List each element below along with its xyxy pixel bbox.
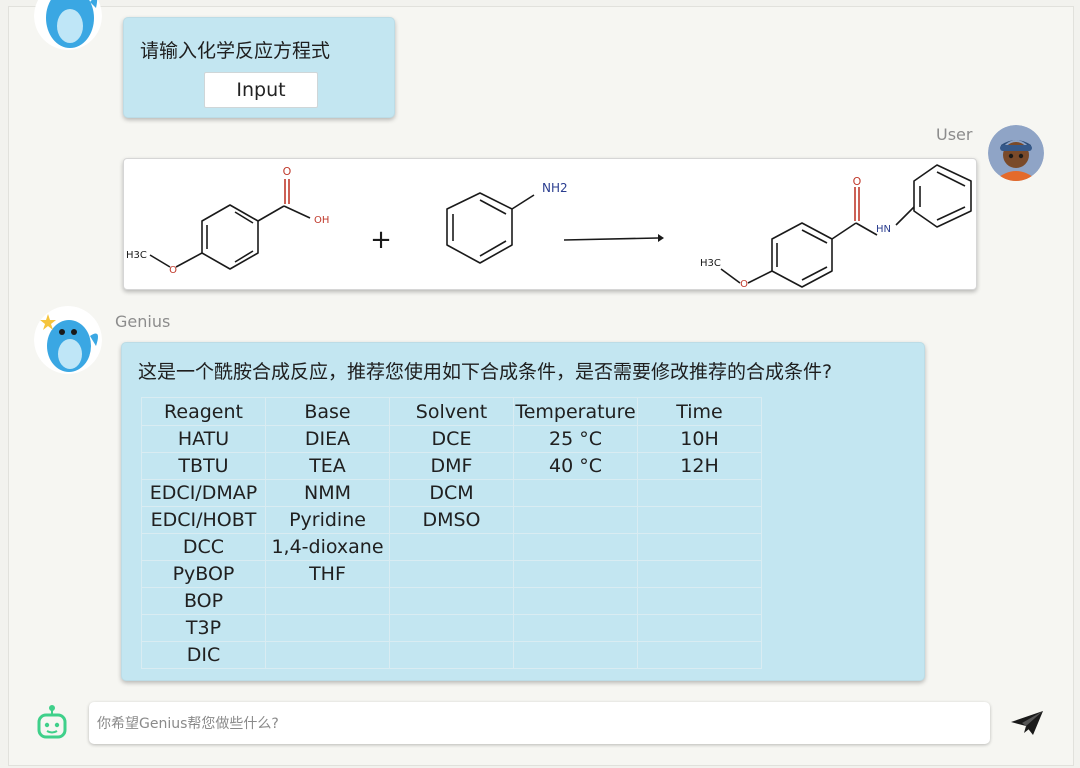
cell-base: Pyridine bbox=[265, 506, 390, 534]
user-name: User bbox=[936, 125, 973, 144]
cell-time bbox=[637, 533, 762, 561]
cell-solvent: DCE bbox=[389, 425, 514, 453]
product-ether-o: O bbox=[740, 279, 748, 289]
cell-base bbox=[265, 641, 390, 669]
input-button[interactable]: Input bbox=[204, 72, 318, 108]
cell-time bbox=[637, 506, 762, 534]
header-solvent: Solvent bbox=[389, 397, 514, 426]
cell-reagent: EDCI/DMAP bbox=[141, 479, 266, 507]
genius-name: Genius bbox=[115, 312, 171, 331]
cell-reagent: PyBOP bbox=[141, 560, 266, 588]
cell-time bbox=[637, 560, 762, 588]
reactant1-methyl: H3C bbox=[126, 250, 147, 261]
cell-time bbox=[637, 641, 762, 669]
genius-avatar bbox=[34, 306, 102, 374]
cell-temperature bbox=[513, 560, 638, 588]
cell-solvent bbox=[389, 587, 514, 615]
cell-time bbox=[637, 479, 762, 507]
send-icon[interactable] bbox=[1010, 710, 1044, 740]
cell-temperature bbox=[513, 479, 638, 507]
cell-reagent: T3P bbox=[141, 614, 266, 642]
reaction-scheme: O OH H3C O + NH2 O HN H3C O bbox=[126, 164, 972, 290]
chat-input-bar bbox=[89, 702, 990, 746]
cell-temperature bbox=[513, 641, 638, 669]
cell-reagent: DIC bbox=[141, 641, 266, 669]
cell-base: TEA bbox=[265, 452, 390, 480]
plus-sign: + bbox=[370, 225, 392, 255]
cell-time bbox=[637, 587, 762, 615]
product-methyl: H3C bbox=[700, 258, 721, 269]
prompt-bubble: 请输入化学反应方程式 Input bbox=[123, 17, 395, 118]
android-bot-icon[interactable] bbox=[36, 704, 68, 744]
genius-avatar-top bbox=[34, 0, 102, 50]
table-row: T3P bbox=[141, 614, 762, 642]
cell-temperature bbox=[513, 587, 638, 615]
cell-temperature: 40 °C bbox=[513, 452, 638, 480]
cell-base: 1,4-dioxane bbox=[265, 533, 390, 561]
cell-reagent: TBTU bbox=[141, 452, 266, 480]
prompt-text: 请输入化学反应方程式 bbox=[140, 40, 331, 62]
header-time: Time bbox=[637, 397, 762, 426]
table-row: BOP bbox=[141, 587, 762, 615]
product-amide-nh: HN bbox=[876, 224, 891, 235]
user-avatar bbox=[988, 125, 1044, 181]
cell-reagent: BOP bbox=[141, 587, 266, 615]
reactant1-hydroxyl: OH bbox=[314, 215, 329, 226]
cell-base: NMM bbox=[265, 479, 390, 507]
response-message: 这是一个酰胺合成反应，推荐您使用如下合成条件，是否需要修改推荐的合成条件? bbox=[138, 361, 833, 383]
table-header-row: Reagent Base Solvent Temperature Time bbox=[141, 397, 762, 426]
product-carbonyl-o: O bbox=[853, 175, 862, 188]
cell-base: THF bbox=[265, 560, 390, 588]
cell-base: DIEA bbox=[265, 425, 390, 453]
header-temperature: Temperature bbox=[513, 397, 638, 426]
cell-solvent bbox=[389, 614, 514, 642]
header-reagent: Reagent bbox=[141, 397, 266, 426]
response-bubble: 这是一个酰胺合成反应，推荐您使用如下合成条件，是否需要修改推荐的合成条件? Re… bbox=[121, 342, 925, 681]
reactant1-ether-o: O bbox=[169, 265, 177, 276]
cell-solvent: DCM bbox=[389, 479, 514, 507]
reaction-image: O OH H3C O + NH2 O HN H3C O bbox=[123, 158, 977, 290]
cell-solvent bbox=[389, 641, 514, 669]
cell-temperature bbox=[513, 533, 638, 561]
chat-input[interactable] bbox=[95, 702, 979, 746]
cell-base bbox=[265, 587, 390, 615]
cell-solvent bbox=[389, 560, 514, 588]
table-row: DIC bbox=[141, 641, 762, 669]
reactant1-carbonyl-o: O bbox=[283, 165, 292, 178]
cell-time bbox=[637, 614, 762, 642]
cell-solvent bbox=[389, 533, 514, 561]
cell-temperature: 25 °C bbox=[513, 425, 638, 453]
header-base: Base bbox=[265, 397, 390, 426]
cell-base bbox=[265, 614, 390, 642]
cell-temperature bbox=[513, 614, 638, 642]
cell-reagent: HATU bbox=[141, 425, 266, 453]
cell-reagent: DCC bbox=[141, 533, 266, 561]
cell-solvent: DMF bbox=[389, 452, 514, 480]
cell-reagent: EDCI/HOBT bbox=[141, 506, 266, 534]
cell-time: 12H bbox=[637, 452, 762, 480]
conditions-table: Reagent Base Solvent Temperature Time HA… bbox=[141, 397, 762, 669]
reactant2-amine: NH2 bbox=[542, 181, 568, 195]
cell-solvent: DMSO bbox=[389, 506, 514, 534]
cell-time: 10H bbox=[637, 425, 762, 453]
cell-temperature bbox=[513, 506, 638, 534]
